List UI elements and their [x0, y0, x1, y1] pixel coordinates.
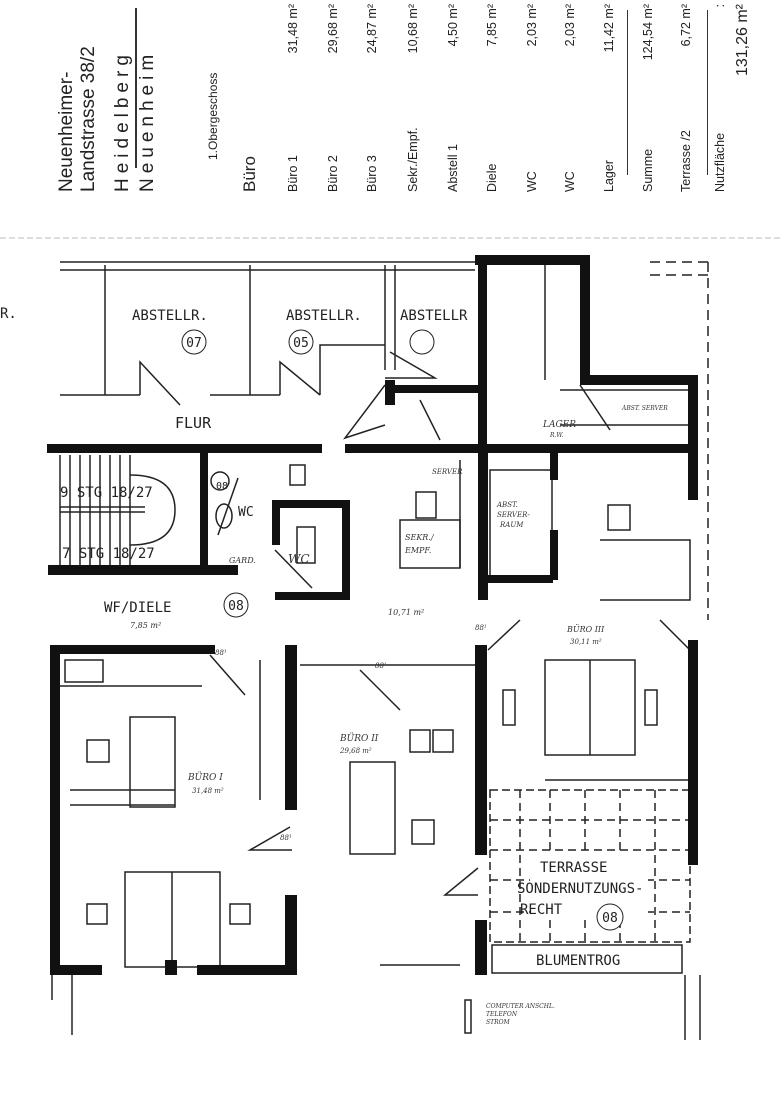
wardrobe-label: GARD. [229, 556, 256, 565]
closet-label-3: RAUM [499, 521, 524, 529]
room-number-circle [596, 903, 624, 931]
hall-number: 08 [228, 599, 244, 614]
storage-room-note: ABST. SERVER [621, 405, 668, 412]
divider [627, 10, 629, 175]
room-number-circle [409, 329, 435, 355]
room-number-circle [223, 592, 249, 618]
legend-computer: COMPUTER ANSCHL. [486, 1003, 555, 1010]
wc1-label: WC [238, 505, 254, 520]
door-width: 88¹ [475, 624, 487, 632]
reception-label-2: EMPF. [404, 546, 431, 555]
reception-label: SEKR./ [405, 533, 435, 542]
office3-label: BÜRO III [566, 625, 605, 634]
server-label: SERVER [432, 468, 463, 476]
room-number-circle [288, 329, 314, 355]
door-width: 88¹ [215, 649, 227, 657]
terrace-label-bg [530, 855, 648, 915]
office3-area: 30,11 m² [570, 638, 602, 646]
office1-label: BÜRO I [187, 771, 223, 783]
corridor-label: FLUR [175, 414, 212, 432]
thick-walls [47, 255, 698, 975]
storage-05-label: ABSTELLR. [286, 308, 362, 324]
hall-area: 7,85 m² [130, 621, 161, 630]
terrace-label-2: SONDERNUTZUNGS- [517, 881, 643, 897]
storage-3-label: ABSTELLR [400, 308, 468, 324]
wc1-number: 08 [216, 481, 228, 492]
office2-label: BÜRO II [339, 732, 379, 744]
reception-area: 10,71 m² [388, 608, 424, 617]
storage-07-number: 07 [186, 336, 202, 351]
wc2-label: WC [288, 552, 310, 566]
terrace-number: 08 [602, 911, 618, 926]
closet-label: ABST. [496, 501, 518, 509]
storage-room-label: LAGER [542, 420, 576, 430]
stairs-upper-label: 9 STG 18/27 [60, 485, 153, 501]
storage-0-label: R. [0, 306, 17, 322]
office1-area: 31,48 m² [192, 787, 224, 795]
storage-room-sub: R.W. [549, 432, 564, 439]
storage-07-label: ABSTELLR. [132, 308, 208, 324]
terrace-label-3: RECHT [520, 902, 563, 918]
legend-phone: TELEFON [486, 1011, 518, 1018]
divider [135, 8, 137, 168]
storage-05-number: 05 [293, 336, 309, 351]
thin-walls [51, 261, 710, 1040]
stairs-lower-label: 7 STG 18/27 [62, 546, 155, 562]
legend-power: STROM [486, 1019, 511, 1026]
door-width: 88¹ [280, 834, 292, 842]
room-number-circle [181, 329, 207, 355]
planter-label: BLUMENTROG [536, 953, 620, 969]
door-width: 88¹ [375, 662, 387, 670]
closet-label-2: SERVER- [497, 511, 530, 519]
terrace-label: TERRASSE [540, 860, 607, 876]
hall-label: WF/DIELE [104, 600, 171, 616]
office2-area: 29,68 m² [339, 747, 372, 755]
divider [707, 10, 709, 175]
